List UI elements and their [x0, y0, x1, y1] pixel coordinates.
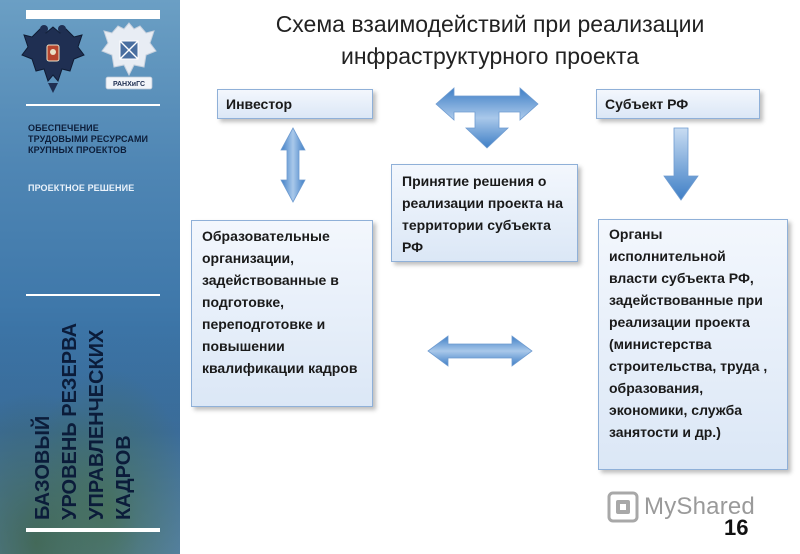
slide-title: Схема взаимодействий при реализации инфр…: [205, 8, 775, 72]
sidebar-vertical-line: УРОВЕНЬ РЕЗЕРВА: [59, 322, 81, 520]
investor-box: Инвестор: [217, 89, 373, 119]
decision-box: Принятие решения о реализации проекта на…: [391, 164, 578, 262]
investor-education-double-arrow: [280, 127, 306, 203]
sidebar-vertical-title: БАЗОВЫЙ УРОВЕНЬ РЕЗЕРВА УПРАВЛЕНЧЕСКИХ К…: [30, 310, 138, 520]
ranepa-emblem-text: РАНХиГС: [113, 81, 145, 88]
top-center-t-arrow: [435, 87, 539, 149]
sidebar-vertical-line: КАДРОВ: [113, 435, 135, 520]
sidebar-top-bar: [26, 10, 160, 19]
ranepa-emblem-icon: РАНХиГС: [101, 22, 157, 90]
sidebar: РАНХиГС ОБЕСПЕЧЕНИЕ ТРУДОВЫМИ РЕСУРСАМИ …: [0, 0, 180, 554]
sidebar-background-photo: [0, 330, 180, 554]
sidebar-divider: [26, 104, 160, 106]
slide-title-line2: инфраструктурного проекта: [340, 43, 640, 69]
myshared-logo-icon: [607, 491, 639, 523]
executive-authorities-box: Органы исполнительной власти субъекта РФ…: [598, 219, 788, 470]
page-number: 16: [724, 515, 749, 540]
education-organizations-box: Образовательные организации, задействова…: [191, 220, 373, 407]
emblems: РАНХиГС: [16, 19, 166, 99]
sidebar-vertical-line: БАЗОВЫЙ: [32, 415, 54, 520]
subject-down-arrow: [663, 127, 699, 201]
slide-title-line1: Схема взаимодействий при реализации: [275, 11, 705, 37]
sidebar-heading-resources: ОБЕСПЕЧЕНИЕ ТРУДОВЫМИ РЕСУРСАМИ КРУПНЫХ …: [28, 123, 149, 155]
myshared-text: MyShared: [644, 493, 755, 520]
myshared-watermark: MyShared: [606, 490, 766, 526]
sidebar-divider: [26, 294, 160, 296]
russian-coat-of-arms-icon: [21, 25, 85, 93]
sidebar-heading-project-decision: ПРОЕКТНОЕ РЕШЕНИЕ: [28, 183, 135, 193]
subject-rf-box: Субъект РФ: [596, 89, 760, 119]
education-organs-double-arrow: [427, 335, 533, 367]
sidebar-bottom-bar: [26, 528, 160, 532]
sidebar-vertical-line: УПРАВЛЕНЧЕСКИХ: [86, 329, 108, 520]
